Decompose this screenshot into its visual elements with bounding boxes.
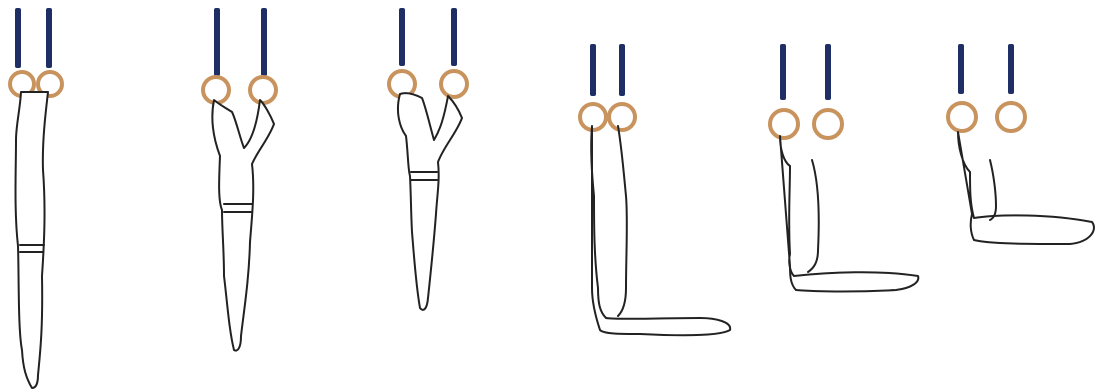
figure-6-body (958, 132, 1094, 244)
figure-5-torso-legs (780, 136, 918, 292)
figure-2-right-strap (261, 8, 267, 76)
figure-4 (580, 44, 730, 335)
figure-5-right-ring (814, 110, 842, 138)
figure-6-left-ring (948, 103, 976, 131)
figure-1-straps (15, 8, 52, 68)
figure-4-torso-legs (591, 126, 730, 335)
figure-5-left-ring (770, 110, 798, 138)
figure-3-left-strap (399, 8, 405, 66)
figure-4-right-ring (609, 104, 635, 130)
figure-6-right-ring (997, 103, 1025, 131)
figure-1-torso-legs (16, 92, 49, 388)
figure-3-right-strap (451, 8, 457, 66)
figure-6-right-strap (1008, 44, 1014, 94)
figure-4-rings (580, 104, 635, 130)
figure-3-straps (399, 8, 457, 66)
figure-2-body (212, 100, 274, 351)
figure-1-body (16, 92, 49, 388)
figure-4-body (591, 126, 730, 335)
figure-1-left-strap (15, 8, 21, 68)
figure-2-torso-legs (212, 100, 274, 351)
figure-1-right-strap (46, 8, 52, 68)
figure-5-body (780, 136, 918, 292)
figure-2 (203, 8, 276, 351)
figure-1 (10, 8, 62, 388)
figure-3-torso-legs (398, 93, 462, 310)
figure-6 (948, 44, 1094, 244)
figure-5-left-strap (780, 44, 786, 100)
figure-3 (389, 8, 467, 310)
figure-6-rings (948, 103, 1025, 131)
figure-2-left-ring (203, 77, 229, 103)
figure-5-right-side (808, 160, 819, 272)
figure-6-right-side (990, 160, 996, 220)
figure-5-right-strap (825, 44, 831, 100)
figure-5-straps (780, 44, 831, 100)
figure-2-left-strap (214, 8, 220, 76)
figure-3-right-ring (441, 71, 467, 97)
figure-6-torso-legs (958, 132, 1094, 244)
figure-3-body (398, 93, 462, 310)
figure-4-left-strap (590, 44, 596, 96)
figure-6-left-strap (958, 44, 964, 94)
figure-6-straps (958, 44, 1014, 94)
figure-4-right-strap (619, 44, 625, 96)
figure-2-right-ring (250, 77, 276, 103)
figure-4-right-side (618, 126, 627, 316)
figure-5-rings (770, 110, 842, 138)
figure-2-straps (214, 8, 267, 76)
figure-4-straps (590, 44, 625, 96)
figure-5 (770, 44, 918, 292)
